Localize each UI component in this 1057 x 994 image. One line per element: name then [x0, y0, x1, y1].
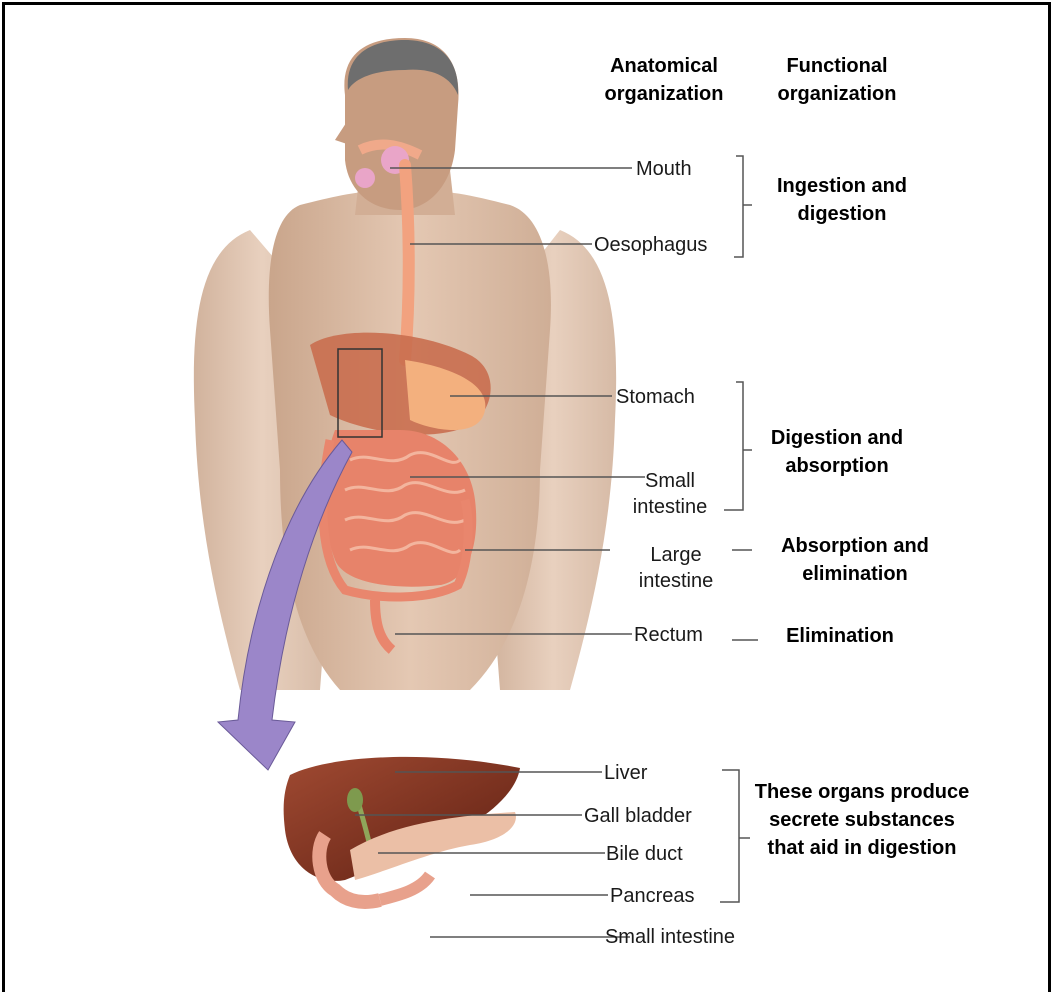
- label-gall-bladder: Gall bladder: [584, 803, 692, 829]
- function-digestion-absorption: Digestion and absorption: [752, 424, 922, 480]
- label-accessory-small-intestine: Small intestine: [600, 924, 740, 950]
- functional-header: Functional organization: [752, 52, 922, 108]
- label-stomach: Stomach: [616, 384, 695, 410]
- label-pancreas: Pancreas: [610, 883, 695, 909]
- label-rectum: Rectum: [634, 622, 703, 648]
- accessory-organs: [284, 757, 520, 902]
- function-elimination: Elimination: [760, 622, 920, 650]
- accessory-note: These organs produce secrete substances …: [752, 778, 972, 862]
- label-large-intestine: Large intestine: [612, 542, 740, 594]
- label-mouth: Mouth: [636, 156, 692, 182]
- function-absorption-elimination: Absorption and elimination: [760, 532, 950, 588]
- label-oesophagus: Oesophagus: [594, 232, 707, 258]
- label-liver: Liver: [604, 760, 647, 786]
- anatomical-header: Anatomical organization: [576, 52, 752, 108]
- label-bile-duct: Bile duct: [606, 841, 683, 867]
- function-ingestion-digestion: Ingestion and digestion: [752, 172, 932, 228]
- label-small-intestine: Small intestine: [606, 468, 734, 520]
